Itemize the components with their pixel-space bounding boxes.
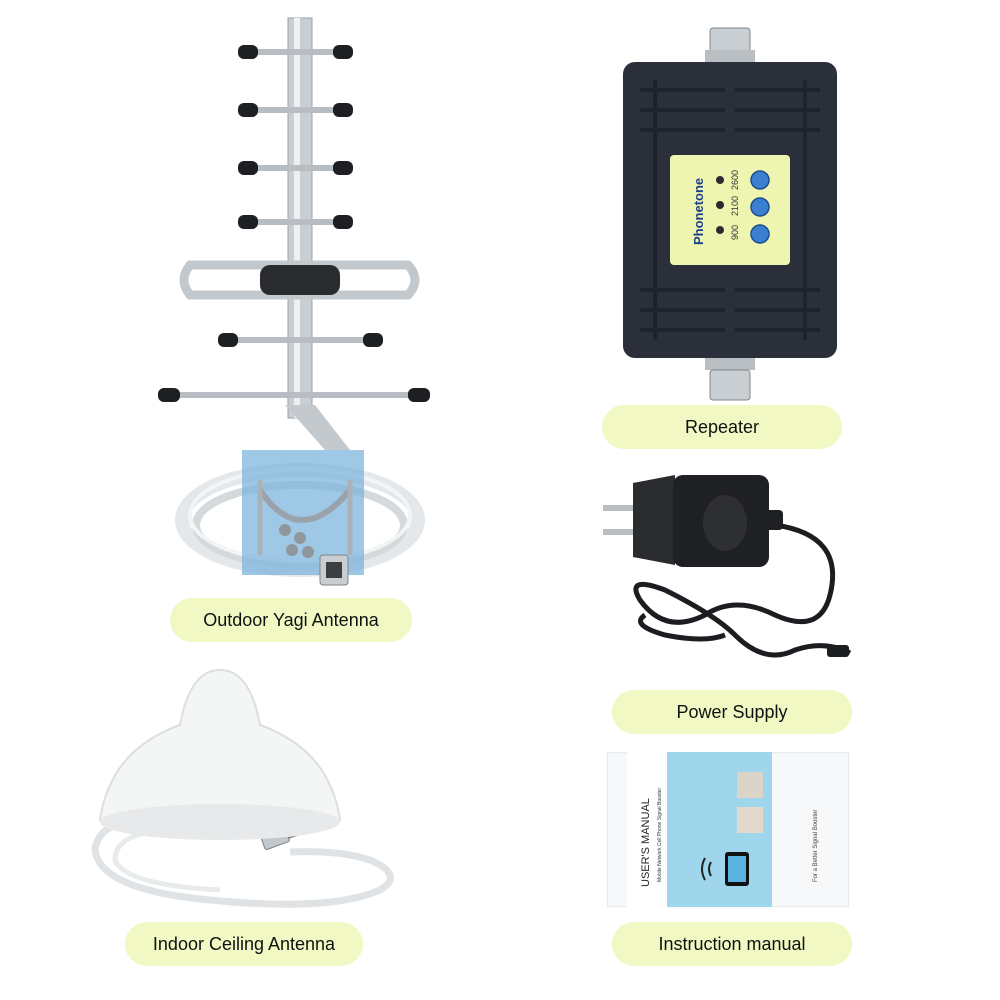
label-power-supply: Power Supply [612, 690, 852, 734]
band-label-2600: 2600 [730, 170, 740, 190]
label-ceiling-antenna: Indoor Ceiling Antenna [125, 922, 363, 966]
yagi-antenna-image [150, 10, 450, 590]
power-supply-image [595, 465, 855, 685]
band-label-900: 900 [730, 225, 740, 240]
repeater-brand: Phonetone [691, 178, 706, 245]
manual-image: USER'S MANUAL Mobile Network Cell Phone … [607, 752, 849, 907]
manual-booklet-icon: USER'S MANUAL Mobile Network Cell Phone … [607, 752, 849, 907]
manual-tagline: For a Better Signal Booster [813, 810, 819, 882]
manual-subtitle: Mobile Network Cell Phone Signal Booster [657, 787, 663, 882]
band-label-2100: 2100 [730, 196, 740, 216]
label-yagi-antenna: Outdoor Yagi Antenna [170, 598, 412, 642]
label-repeater: Repeater [602, 405, 842, 449]
signal-repeater-icon: Phonetone 2600 2100 900 [623, 27, 837, 401]
power-adapter-icon [603, 475, 852, 658]
repeater-image: Phonetone 2600 2100 900 [615, 20, 845, 410]
ceiling-antenna-image [70, 650, 410, 920]
ceiling-antenna-icon [91, 668, 394, 908]
yagi-antenna-icon [158, 17, 430, 586]
manual-title: USER'S MANUAL [640, 798, 652, 887]
label-instruction-manual: Instruction manual [612, 922, 852, 966]
